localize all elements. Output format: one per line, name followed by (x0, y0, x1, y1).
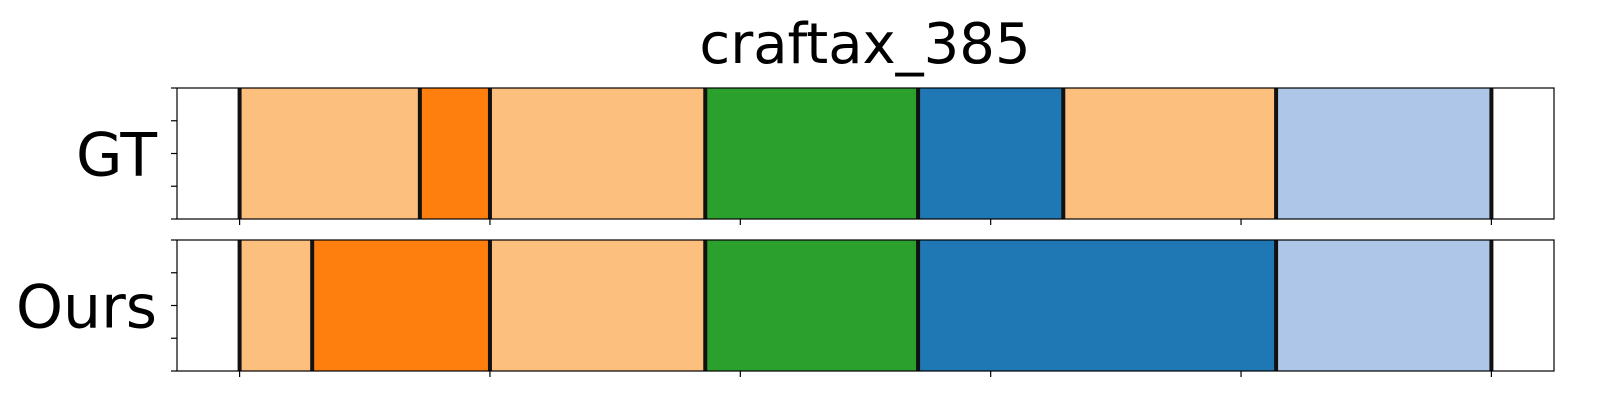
segment-ours-2 (489, 240, 706, 371)
segment-gt-3 (705, 88, 919, 219)
chart-title: craftax_385 (699, 12, 1030, 77)
row-label-ours: Ours (16, 273, 157, 343)
segment-gt-0 (239, 88, 420, 219)
segment-gt-5 (1063, 88, 1277, 219)
segment-ours-5 (1276, 240, 1492, 371)
segment-gt-6 (1276, 88, 1492, 219)
row-ours: Ours (16, 239, 1555, 377)
segment-ours-1 (312, 240, 490, 371)
segment-ours-4 (918, 240, 1277, 371)
segment-gt-4 (918, 88, 1064, 219)
segment-ours-3 (705, 240, 919, 371)
row-gt: GT (76, 87, 1555, 225)
rows-layer: GT Ours (16, 87, 1555, 377)
segment-gt-1 (419, 88, 490, 219)
row-label-gt: GT (76, 121, 157, 191)
segment-gt-2 (489, 88, 706, 219)
segment-ours-0 (239, 240, 313, 371)
